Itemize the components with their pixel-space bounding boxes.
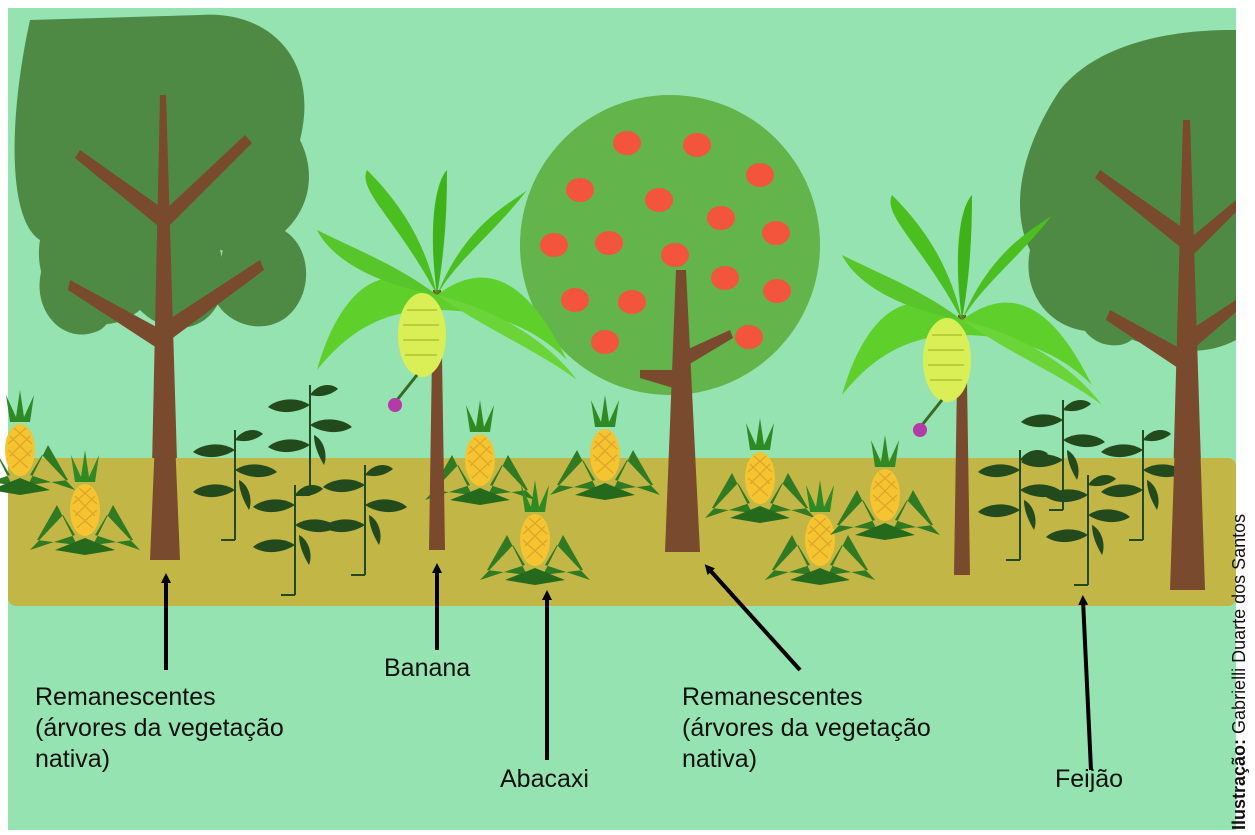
label-feijao: Feijão [1055,764,1123,795]
fruit-tree [520,95,820,395]
soil-strip [8,458,1236,606]
credit-author: Gabrielli Duarte dos Santos [1229,514,1249,734]
label-abacaxi: Abacaxi [500,764,589,795]
illustration-credit: Ilustração: Gabrielli Duarte dos Santos [1228,410,1250,830]
label-remnants-right: Remanescentes (árvores da vegetação nati… [682,682,931,775]
label-remnants-left: Remanescentes (árvores da vegetação nati… [35,682,284,775]
label-banana: Banana [384,653,470,684]
credit-prefix: Ilustração: [1229,739,1249,830]
